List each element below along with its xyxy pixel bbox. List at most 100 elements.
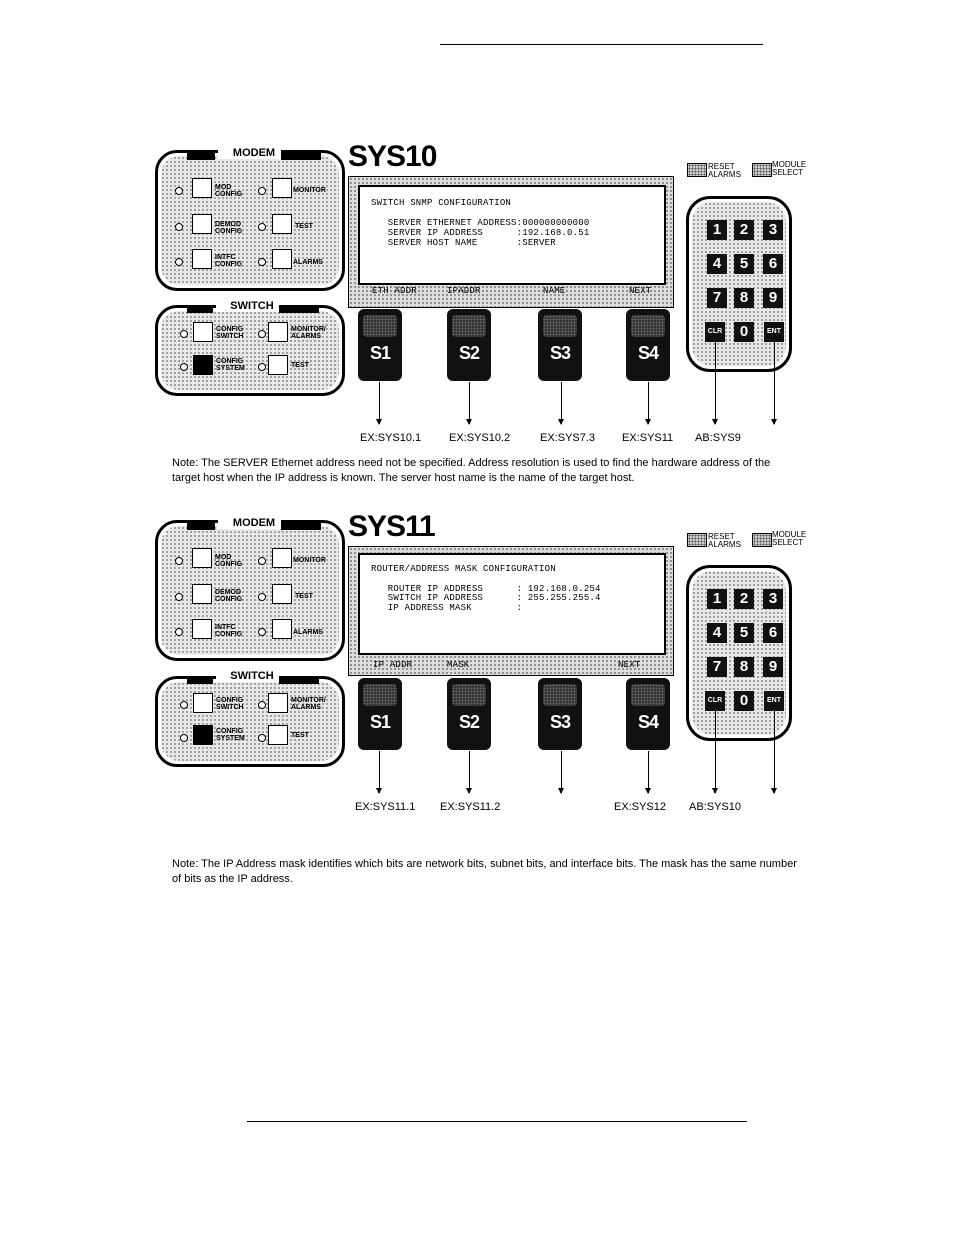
config-system-label: CONFIG SYSTEM bbox=[216, 358, 245, 372]
lcd-line: ROUTER/ADDRESS MASK CONFIGURATION bbox=[371, 564, 556, 574]
led bbox=[175, 557, 183, 565]
keypad-key-clr[interactable]: CLR bbox=[705, 691, 725, 711]
keypad-key-clr[interactable]: CLR bbox=[705, 322, 725, 342]
keypad-key-ent[interactable]: ENT bbox=[764, 322, 784, 342]
softkey-s1[interactable]: S1 bbox=[358, 309, 402, 381]
keypad-key-7[interactable]: 7 bbox=[707, 288, 727, 308]
caption: EX:SYS10.1 bbox=[360, 432, 422, 444]
demod-config-label: DEMOD CONFIG bbox=[215, 221, 243, 235]
alarms-key[interactable] bbox=[272, 619, 292, 639]
keypad-key-9[interactable]: 9 bbox=[763, 288, 783, 308]
pointer-arrow bbox=[771, 711, 777, 794]
config-system-key[interactable] bbox=[193, 725, 213, 745]
reset-alarms-icon bbox=[687, 533, 707, 547]
switch-test-key[interactable] bbox=[268, 355, 288, 375]
module-select-label: MODULE SELECT bbox=[772, 530, 807, 547]
keypad-key-9[interactable]: 9 bbox=[763, 657, 783, 677]
keypad-key-8[interactable]: 8 bbox=[734, 288, 754, 308]
keypad-key-2[interactable]: 2 bbox=[734, 589, 754, 609]
led bbox=[180, 701, 188, 709]
pointer-arrow bbox=[771, 342, 777, 425]
intfc-config-label: INTFC CONFIG bbox=[215, 624, 243, 638]
softkey-s2[interactable]: S2 bbox=[447, 678, 491, 750]
keypad-key-5[interactable]: 5 bbox=[734, 623, 754, 643]
switch-test-key[interactable] bbox=[268, 725, 288, 745]
caption: EX:SYS7.3 bbox=[540, 432, 596, 444]
softkey-label-2: IPADDR bbox=[447, 286, 481, 296]
softkey-label-2: MASK bbox=[447, 660, 470, 670]
monitor-key[interactable] bbox=[272, 548, 292, 568]
softkey-s2-label: S2 bbox=[458, 343, 480, 363]
softkey-s3-label: S3 bbox=[549, 343, 571, 363]
softkey-s4[interactable]: S4 bbox=[626, 309, 670, 381]
config-switch-key[interactable] bbox=[193, 693, 213, 713]
alarms-key[interactable] bbox=[272, 249, 292, 269]
keypad-key-6[interactable]: 6 bbox=[763, 623, 783, 643]
led bbox=[175, 258, 183, 266]
softkey-s1[interactable]: S1 bbox=[358, 678, 402, 750]
softkey-s3[interactable]: S3 bbox=[538, 309, 582, 381]
module-select-label: MODULE SELECT bbox=[772, 160, 807, 177]
keypad-key-3[interactable]: 3 bbox=[763, 589, 783, 609]
config-system-key[interactable] bbox=[193, 355, 213, 375]
test-label: TEST bbox=[295, 593, 313, 600]
keypad-key-0[interactable]: 0 bbox=[734, 322, 754, 342]
softkey-s3[interactable]: S3 bbox=[538, 678, 582, 750]
keypad-key-ent[interactable]: ENT bbox=[764, 691, 784, 711]
softkey-s4[interactable]: S4 bbox=[626, 678, 670, 750]
lcd-line: ROUTER IP ADDRESS : 192.168.0.254 bbox=[371, 584, 601, 594]
keypad-key-5[interactable]: 5 bbox=[734, 254, 754, 274]
pointer-arrow bbox=[558, 382, 564, 425]
footer-rule bbox=[247, 1121, 747, 1122]
softkey-s4-label: S4 bbox=[637, 712, 659, 732]
reset-alarms-icon bbox=[687, 163, 707, 177]
alarms-label: ALARMS bbox=[293, 259, 323, 266]
led bbox=[180, 734, 188, 742]
keypad-key-7[interactable]: 7 bbox=[707, 657, 727, 677]
keypad-key-4[interactable]: 4 bbox=[707, 254, 727, 274]
switch-panel bbox=[155, 305, 345, 396]
keypad-key-1[interactable]: 1 bbox=[707, 589, 727, 609]
softkey-s1-label: S1 bbox=[369, 343, 391, 363]
led bbox=[258, 187, 266, 195]
led bbox=[258, 363, 266, 371]
alarms-label: ALARMS bbox=[293, 629, 323, 636]
screen-title: SYS11 bbox=[348, 510, 436, 543]
test-key[interactable] bbox=[272, 584, 292, 604]
mod-config-key[interactable] bbox=[192, 548, 212, 568]
led bbox=[180, 363, 188, 371]
modem-panel-title: MODEM bbox=[218, 147, 290, 159]
test-key[interactable] bbox=[272, 214, 292, 234]
demod-config-key[interactable] bbox=[192, 214, 212, 234]
keypad-key-1[interactable]: 1 bbox=[707, 220, 727, 240]
keypad-key-3[interactable]: 3 bbox=[763, 220, 783, 240]
monitor-alarms-label: MONITOR/ ALARMS bbox=[291, 326, 326, 340]
keypad-key-4[interactable]: 4 bbox=[707, 623, 727, 643]
led bbox=[175, 223, 183, 231]
caption: EX:SYS11 bbox=[622, 432, 674, 444]
keypad-key-2[interactable]: 2 bbox=[734, 220, 754, 240]
monitor-alarms-label: MONITOR/ ALARMS bbox=[291, 697, 326, 711]
monitor-key[interactable] bbox=[272, 178, 292, 198]
config-switch-key[interactable] bbox=[193, 322, 213, 342]
keypad-key-8[interactable]: 8 bbox=[734, 657, 754, 677]
led bbox=[258, 628, 266, 636]
header-rule bbox=[440, 44, 763, 45]
keypad-key-0[interactable]: 0 bbox=[734, 691, 754, 711]
mod-config-key[interactable] bbox=[192, 178, 212, 198]
note: Note: The IP Address mask identifies whi… bbox=[172, 858, 797, 885]
softkey-s2[interactable]: S2 bbox=[447, 309, 491, 381]
lcd-line: IP ADDRESS MASK : bbox=[371, 603, 523, 613]
monitor-alarms-key[interactable] bbox=[268, 693, 288, 713]
demod-config-key[interactable] bbox=[192, 584, 212, 604]
keypad-key-6[interactable]: 6 bbox=[763, 254, 783, 274]
monitor-alarms-key[interactable] bbox=[268, 322, 288, 342]
monitor-label: MONITOR bbox=[293, 557, 326, 564]
pointer-arrow bbox=[712, 711, 718, 794]
intfc-config-key[interactable] bbox=[192, 619, 212, 639]
lcd-line: SWITCH SNMP CONFIGURATION bbox=[371, 198, 512, 208]
softkey-s4-label: S4 bbox=[637, 343, 659, 363]
softkey-label-3: NAME bbox=[543, 286, 566, 296]
caption: EX:SYS11.1 bbox=[355, 801, 416, 813]
intfc-config-key[interactable] bbox=[192, 249, 212, 269]
